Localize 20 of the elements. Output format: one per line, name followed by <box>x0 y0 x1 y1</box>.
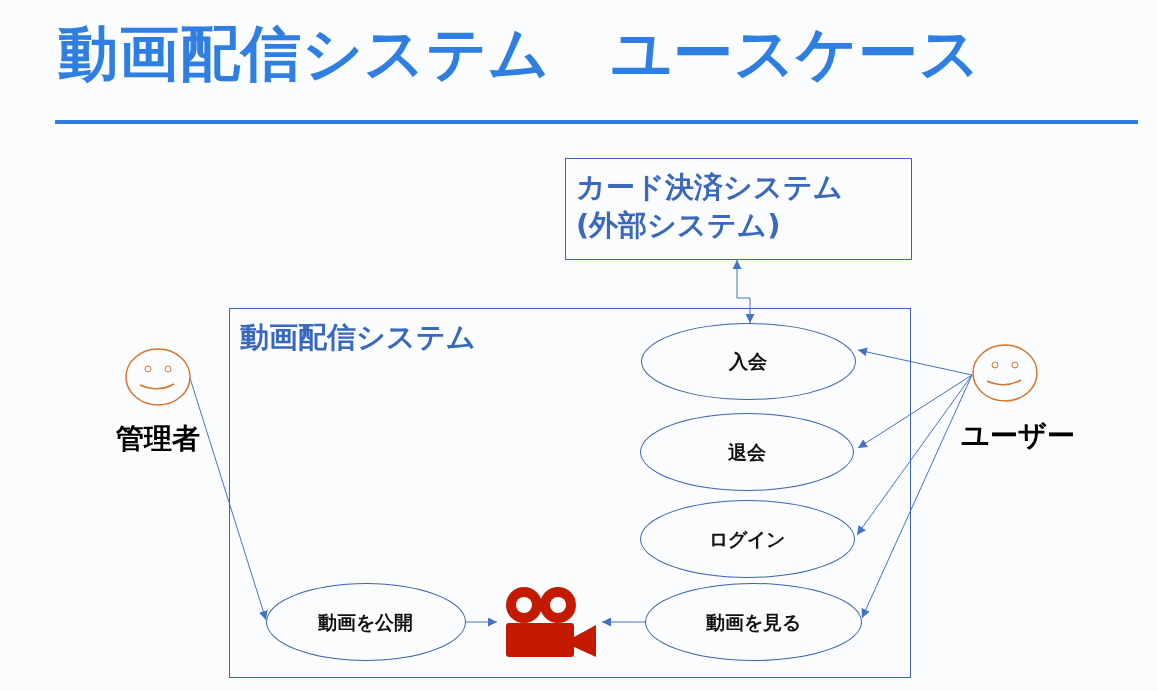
use-case-label: 退会 <box>726 439 767 464</box>
arrow <box>189 377 268 621</box>
system-name: カード決済システム (外部システム) <box>576 169 844 244</box>
arrow <box>465 617 498 627</box>
arrow <box>601 617 646 627</box>
system-boundary-box <box>229 308 911 678</box>
arrow <box>732 259 755 324</box>
arrow <box>856 374 973 536</box>
use-case-label: 動画を公開 <box>317 609 414 634</box>
arrow <box>857 374 973 449</box>
arrow <box>857 347 973 376</box>
use-case-label: ログイン <box>708 526 786 551</box>
system-name: 動画配信システム <box>240 319 476 356</box>
actor-name: 管理者 <box>115 421 201 457</box>
use-case-label: 動画を見る <box>704 609 802 634</box>
actor-name: ユーザー <box>959 418 1076 454</box>
arrow <box>861 374 973 619</box>
title: 動画配信システム ユースケース <box>58 17 981 90</box>
system-boundary-box <box>565 158 912 260</box>
use-case-label: 入会 <box>727 348 768 374</box>
